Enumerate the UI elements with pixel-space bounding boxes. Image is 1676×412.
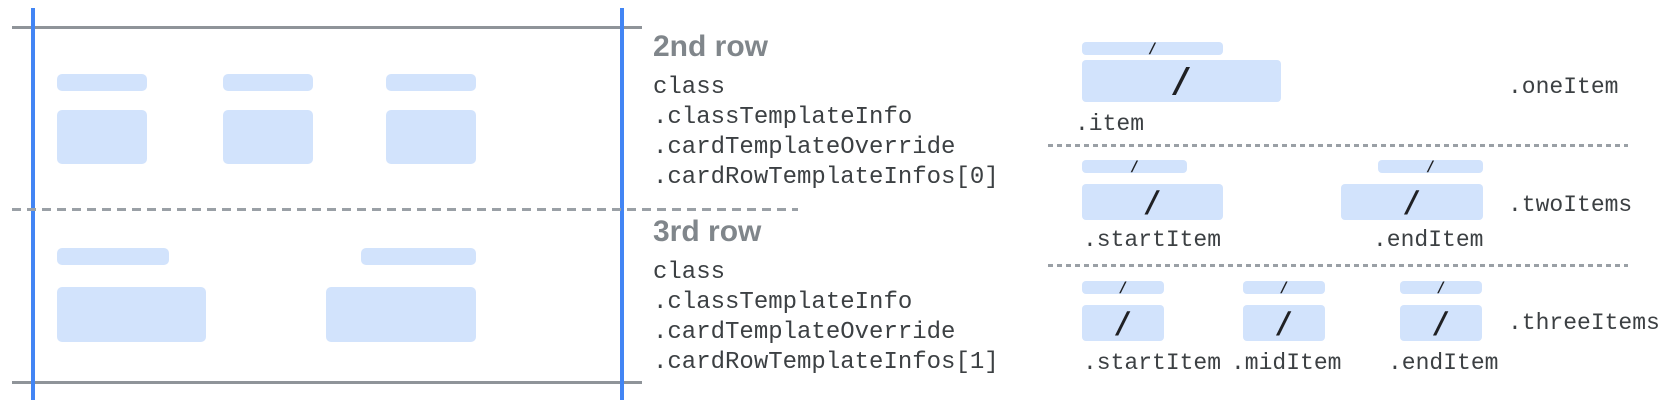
- item-value-bar: /: [1082, 60, 1281, 102]
- item-field-label: .startItem: [1083, 227, 1222, 253]
- item-label-bar: /: [1400, 279, 1482, 296]
- slash-placeholder: /: [1435, 305, 1447, 340]
- slash-placeholder: /: [1438, 279, 1444, 296]
- field-label-placeholder: [386, 74, 476, 91]
- item-label-bar: /: [1082, 158, 1187, 175]
- slash-placeholder: /: [1147, 184, 1158, 219]
- slash-placeholder: /: [1406, 184, 1418, 219]
- group-label-oneItem: .oneItem: [1508, 74, 1619, 100]
- margin-guide-left: [31, 8, 35, 400]
- item-field-label: .endItem: [1388, 350, 1499, 376]
- card-bottom-edge-line: [12, 381, 642, 384]
- field-value-placeholder: [386, 110, 476, 164]
- item-field-label: .startItem: [1083, 350, 1222, 376]
- margin-guide-right: [620, 8, 624, 400]
- row3-code-line: class: [653, 259, 726, 286]
- row2-code-line: class: [653, 74, 726, 101]
- field-value-placeholder: [57, 287, 206, 342]
- field-label-placeholder: [57, 248, 169, 265]
- row3-code-line: .classTemplateInfo: [653, 289, 913, 316]
- slash-placeholder: /: [1281, 279, 1287, 296]
- item-value-bar: /: [1243, 305, 1325, 341]
- row3-code-line: .cardTemplateOverride: [653, 319, 956, 346]
- item-label-bar: /: [1082, 279, 1164, 296]
- slash-placeholder: /: [1120, 279, 1126, 296]
- group-separator-dashed-line: [1048, 144, 1628, 147]
- item-value-bar: /: [1400, 305, 1482, 341]
- item-value-bar: /: [1082, 184, 1223, 220]
- slash-placeholder: /: [1278, 305, 1290, 340]
- row-divider-dashed-line: [12, 208, 798, 211]
- item-field-label: .endItem: [1373, 227, 1484, 253]
- slash-placeholder: /: [1175, 61, 1188, 101]
- field-value-placeholder: [57, 110, 147, 164]
- row2-code-line: .cardTemplateOverride: [653, 134, 956, 161]
- slash-placeholder: /: [1131, 158, 1138, 175]
- row2-heading: 2nd row: [653, 30, 769, 63]
- slash-placeholder: /: [1149, 40, 1156, 57]
- item-label-bar: /: [1243, 279, 1325, 296]
- field-value-placeholder: [223, 110, 313, 164]
- row2-code-line: .classTemplateInfo: [653, 104, 913, 131]
- item-value-bar: /: [1341, 184, 1483, 220]
- group-label-threeItems: .threeItems: [1508, 310, 1660, 336]
- row3-heading: 3rd row: [653, 215, 762, 248]
- field-label-placeholder: [57, 74, 147, 91]
- item-label-bar: /: [1082, 40, 1223, 57]
- item-label-bar: /: [1378, 158, 1483, 175]
- group-separator-dashed-line: [1048, 264, 1628, 267]
- card-top-edge-line: [12, 26, 642, 29]
- row2-code-line: .cardRowTemplateInfos[0]: [653, 164, 999, 191]
- field-label-placeholder: [223, 74, 313, 91]
- slash-placeholder: /: [1117, 305, 1129, 340]
- group-label-twoItems: .twoItems: [1508, 192, 1633, 218]
- field-value-placeholder: [326, 287, 476, 342]
- item-value-bar: /: [1082, 305, 1164, 341]
- item-field-label: .midItem: [1231, 350, 1342, 376]
- item-field-label: .item: [1075, 111, 1145, 137]
- row3-code-line: .cardRowTemplateInfos[1]: [653, 349, 999, 376]
- field-label-placeholder: [361, 248, 476, 265]
- slash-placeholder: /: [1427, 158, 1434, 175]
